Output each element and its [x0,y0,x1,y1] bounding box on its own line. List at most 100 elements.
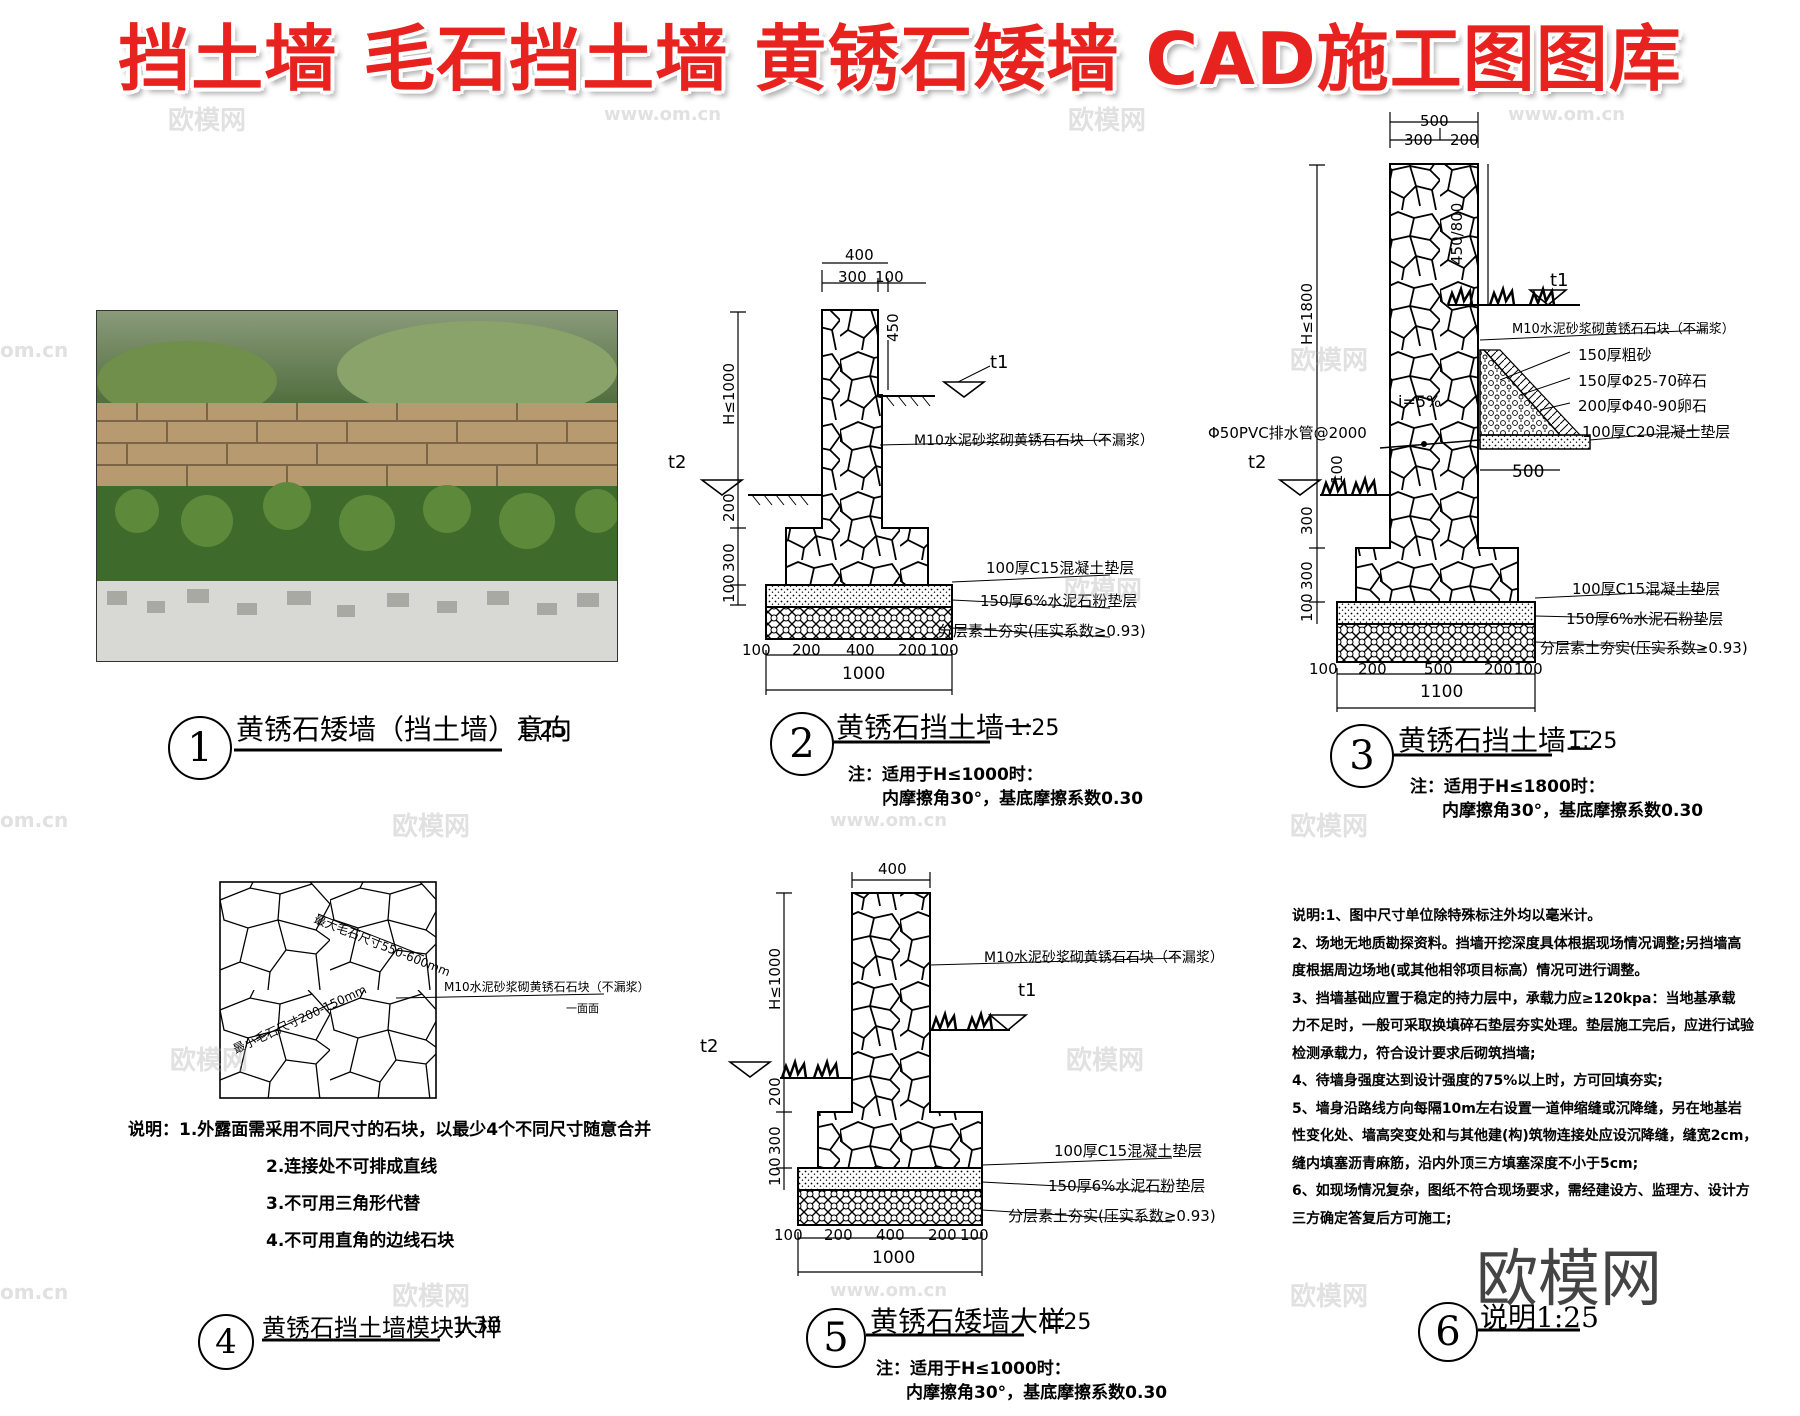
rule-1: 说明：1.外露面需采用不同尺寸的石块，以最少4个不同尺寸随意合并 [128,1120,652,1140]
watermark-url: www.om.cn [1508,104,1626,125]
expl-line-5: 力不足时，一般可采取换填碎石垫层夯实处理。垫层施工完后，应进行试验 [1292,1018,1754,1034]
p2-label-gravel: 150厚6%水泥石粉垫层 [980,592,1138,610]
expl-line-2: 2、场地无地质勘探资料。挡墙开挖深度具体根据现场情况调整;另挡墙高 [1292,935,1742,952]
p3-label-pipe: Φ50PVC排水管@2000 [1208,424,1367,442]
expl-line-11: 6、如现场情况复杂，图纸不符合现场要求，需经建设方、监理方、设计方 [1292,1183,1750,1199]
expl-line-10: 缝内填塞沥青麻筋，沿内外顶三方填塞深度不小于5cm; [1292,1155,1639,1172]
p5-label-gravel: 150厚6%水泥石粉垫层 [1048,1177,1206,1195]
expl-line-12: 三方确定答复后方可施工; [1292,1210,1452,1227]
expl-line-8: 5、墙身沿路线方向每隔10m左右设置一道伸缩缝或沉降缝，另在地基岩 [1292,1100,1742,1117]
p3-label-g1: 150厚Φ25-70碎石 [1578,372,1708,390]
p3-dim-total: 1100 [1420,682,1464,702]
panel-1-scale: 1:25 [518,718,568,743]
p2-t1: t1 [990,352,1009,373]
p4-label-face: 一面面 [566,1002,599,1015]
photo-illustration [97,311,617,661]
p5-dim-b200r: 200 [928,1226,957,1244]
p3-dim-300a: 300 [1298,506,1316,535]
panel-2-note-2: 内摩擦角30°，基底摩擦系数0.30 [882,789,1144,809]
p4-label-mortar: M10水泥砂浆砌黄锈石石块（不漏浆） [444,980,650,994]
p5-dim-h: H≤1000 [766,947,784,1010]
watermark-brand: 欧模网 [1290,346,1369,376]
watermark-url: www.om.cn [604,104,722,125]
p3-dim-b100l: 100 [1309,660,1338,678]
p2-dim-b200r: 200 [898,641,927,659]
watermark-brand: 欧模网 [170,1046,249,1076]
expl-line-1: 说明:1、图中尺寸单位除特殊标注外均以毫米计。 [1292,908,1602,924]
p2-dim-b400: 400 [846,641,875,659]
p2-t2: t2 [668,452,687,473]
panel-4-number: 4 [198,1314,254,1370]
retaining-wall-photo [96,310,618,662]
p2-label-mortar: M10水泥砂浆砌黄锈石石块（不漏浆） [914,433,1154,449]
panel-6-caption: 说明1:25 [1480,1301,1599,1334]
panel-1-number: 1 [168,716,232,780]
panel-3-number: 3 [1330,724,1394,788]
caption-underlines [234,740,1580,1342]
p2-dim-450: 450 [884,313,902,342]
panel-3-scale: 1:25 [1568,729,1618,754]
watermark-short: om.cn [0,1280,69,1304]
plant-symbols [780,284,1556,1080]
p3-dim-b200l: 200 [1358,660,1387,678]
panel-5-number: 5 [806,1308,866,1368]
panel-2-number: 2 [770,712,834,776]
watermark-url: www.om.cn [830,1280,948,1301]
p3-dim-500: 500 [1512,462,1545,482]
panel-5-note-1: 注：适用于H≤1000时： [876,1359,1071,1379]
stone-module-detail [219,881,605,1099]
panel-2-caption: 黄锈石挡土墙一 [836,711,1033,744]
p2-dim-b100l: 100 [742,641,771,659]
p2-label-c15: 100厚C15混凝土垫层 [986,559,1135,577]
p2-dim-b: 100 [875,268,904,286]
expl-line-6: 检测承载力，符合设计要求后砌筑挡墙; [1292,1045,1536,1062]
expl-line-3: 度根据周边场地(或其他相邻项目标高）情况可进行调整。 [1292,963,1649,979]
panel-3-note-2: 内摩擦角30°，基底摩擦系数0.30 [1442,801,1704,821]
panel-3-note-1: 注：适用于H≤1800时： [1410,777,1605,797]
panel-4-rules: 说明：1.外露面需采用不同尺寸的石块，以最少4个不同尺寸随意合并 2.连接处不可… [128,1112,651,1260]
panel-4-caption: 黄锈石挡土墙模块大样 [262,1314,502,1342]
rule-2: 2.连接处不可排成直线 [266,1157,438,1177]
p3-dim-b500: 500 [1424,660,1453,678]
p5-dim-b100l: 100 [774,1226,803,1244]
p3-label-c15: 100厚C15混凝土垫层 [1572,580,1721,598]
p5-dim-top: 400 [878,860,907,878]
p2-dim-a: 300 [838,268,867,286]
p3-dim-b200r: 200 [1484,660,1513,678]
p5-dim-b100r: 100 [960,1226,989,1244]
p3-label-mortar: M10水泥砂浆砌黄锈石石块（不漏浆） [1512,322,1735,337]
p3-dim-a: 300 [1404,131,1433,149]
p5-dim-300: 300 [766,1126,784,1155]
watermark-short: om.cn [0,338,69,362]
watermark-brand: 欧模网 [1068,106,1147,136]
p3-t2: t2 [1248,452,1267,473]
p3-label-sand: 150厚粗砂 [1578,346,1652,364]
watermark-brand: 欧模网 [1290,812,1369,842]
p5-dim-200: 200 [766,1077,784,1106]
expl-line-4: 3、挡墙基础应置于稳定的持力层中，承载力应≥120kpa：当地基承载 [1292,990,1736,1007]
panel-4-scale: 1:30 [452,1314,502,1339]
p3-dim-top: 500 [1420,112,1449,130]
watermark-brand: 欧模网 [1064,576,1143,606]
p5-dim-100: 100 [766,1157,784,1186]
wall-section-2 [1277,112,1707,712]
p3-dim-100a: 100 [1328,455,1346,484]
panel-6-number: 6 [1418,1302,1478,1362]
p3-t1: t1 [1550,270,1569,291]
p5-label-mortar: M10水泥砂浆砌黄锈石石块（不漏浆） [984,950,1224,966]
panel-2-scale: 1:25 [1010,716,1060,741]
wall-section-1 [699,262,1111,695]
p3-label-c20: 100厚C20混凝土垫层 [1582,423,1731,441]
p5-label-soil: 分层素土夯实(压实系数≥0.93) [1008,1207,1216,1225]
brand-logo: 欧模网 [1476,1242,1663,1315]
watermark-brand: 欧模网 [168,106,247,136]
wall-section-3 [727,872,1181,1276]
p2-dim-b200l: 200 [792,641,821,659]
p3-dim-300b: 300 [1298,561,1316,590]
p5-t2: t2 [700,1036,719,1057]
p5-t1: t1 [1018,980,1037,1001]
expl-line-7: 4、待墙身强度达到设计强度的75%以上时，方可回填夯实; [1292,1073,1663,1089]
p2-dim-300: 300 [720,543,738,572]
page-title: 挡土墙 毛石挡土墙 黄锈石矮墙 CAD施工图图库 [118,17,1682,101]
panel-5-scale: 1:25 [1042,1310,1092,1335]
